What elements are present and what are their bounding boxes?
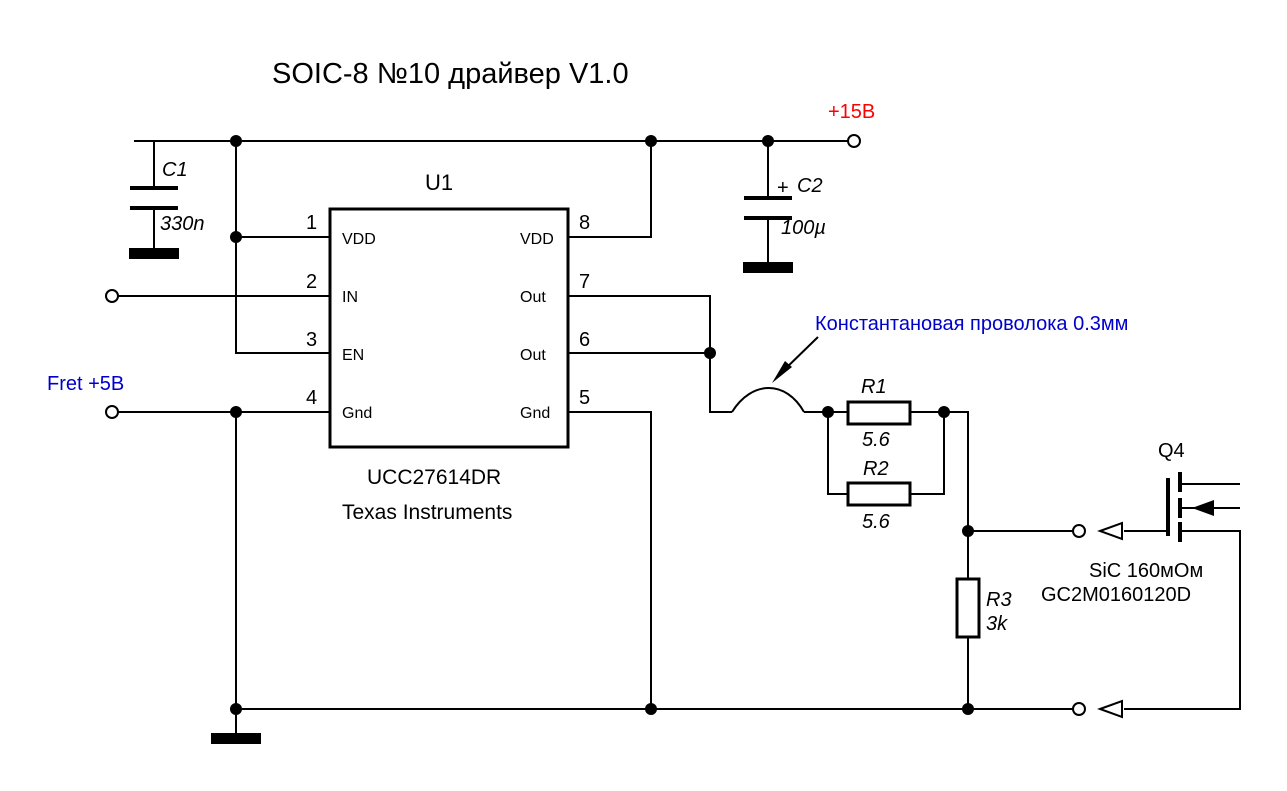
page-title: SOIC-8 №10 драйвер V1.0 — [272, 58, 629, 90]
source-terminal — [1072, 702, 1086, 716]
pin7-num: 7 — [579, 271, 590, 293]
wire-pin8 — [568, 141, 652, 238]
connector-arrows — [1097, 500, 1214, 719]
vdd-terminal — [847, 134, 861, 148]
resistor-r3 — [955, 577, 981, 639]
junction-dots — [230, 135, 974, 715]
wire-en-link — [235, 141, 330, 354]
c1-ground — [129, 248, 179, 259]
pin6-name: Out — [520, 347, 546, 364]
wire-q4-gate — [1124, 484, 1169, 532]
ic-part: UCC27614DR — [367, 466, 501, 489]
gate-terminal — [1072, 524, 1086, 538]
fret-label: Fret +5B — [47, 373, 124, 395]
r3-value: 3k — [986, 613, 1008, 635]
ic-u1-body — [328, 207, 570, 449]
pin3-num: 3 — [306, 329, 317, 351]
pin8-name: VDD — [520, 231, 554, 248]
c1-value: 330n — [160, 213, 205, 235]
r2-ref: R2 — [863, 458, 889, 480]
main-ground — [211, 733, 261, 744]
r1-value: 5.6 — [862, 429, 891, 451]
constantan-note: Константановая проволока 0.3мм — [815, 313, 1128, 335]
pin4-name: Gnd — [342, 405, 372, 422]
c2-value: 100µ — [781, 217, 826, 239]
pin6-num: 6 — [579, 329, 590, 351]
c2-ground — [743, 262, 793, 273]
resistor-r1 — [846, 400, 912, 426]
source-connector-arrow — [1097, 699, 1123, 719]
capacitor-c2 — [743, 196, 793, 273]
pin2-name: IN — [342, 289, 358, 306]
c2-polarity: + — [777, 177, 789, 199]
q4-desc2: GC2M0160120D — [1041, 584, 1191, 606]
resistor-r2 — [846, 481, 912, 507]
ic-ref: U1 — [425, 170, 453, 195]
pin1-name: VDD — [342, 231, 376, 248]
pin5-num: 5 — [579, 387, 590, 409]
r2-value: 5.6 — [862, 511, 891, 533]
q4-desc1: SiC 160мОм — [1089, 560, 1203, 582]
fret-terminal — [105, 405, 119, 419]
supply-label: +15B — [828, 101, 875, 123]
transistor-q4 — [1166, 472, 1182, 542]
note-pointer-head — [772, 361, 792, 383]
in-terminal — [105, 289, 119, 303]
capacitor-c1 — [129, 186, 179, 259]
wire-pin5 — [568, 411, 652, 709]
pin2-num: 2 — [306, 271, 317, 293]
ic-maker: Texas Instruments — [342, 501, 512, 524]
constantan-wire — [731, 387, 805, 413]
wires — [118, 140, 1241, 737]
pin4-num: 4 — [306, 387, 317, 409]
r3-ref: R3 — [986, 589, 1012, 611]
wire-source — [1124, 530, 1241, 710]
body-arrow — [1192, 500, 1214, 516]
c1-ref: C1 — [162, 159, 188, 181]
wire-r-network — [804, 411, 969, 709]
pin3-name: EN — [342, 347, 364, 364]
terminals — [105, 134, 1086, 716]
pin5-name: Gnd — [520, 405, 550, 422]
gate-connector-arrow — [1097, 521, 1123, 541]
pin8-num: 8 — [579, 212, 590, 234]
pin1-num: 1 — [306, 212, 317, 234]
r1-ref: R1 — [861, 376, 887, 398]
q4-ref: Q4 — [1158, 440, 1185, 462]
pin7-name: Out — [520, 289, 546, 306]
c2-ref: C2 — [797, 175, 823, 197]
